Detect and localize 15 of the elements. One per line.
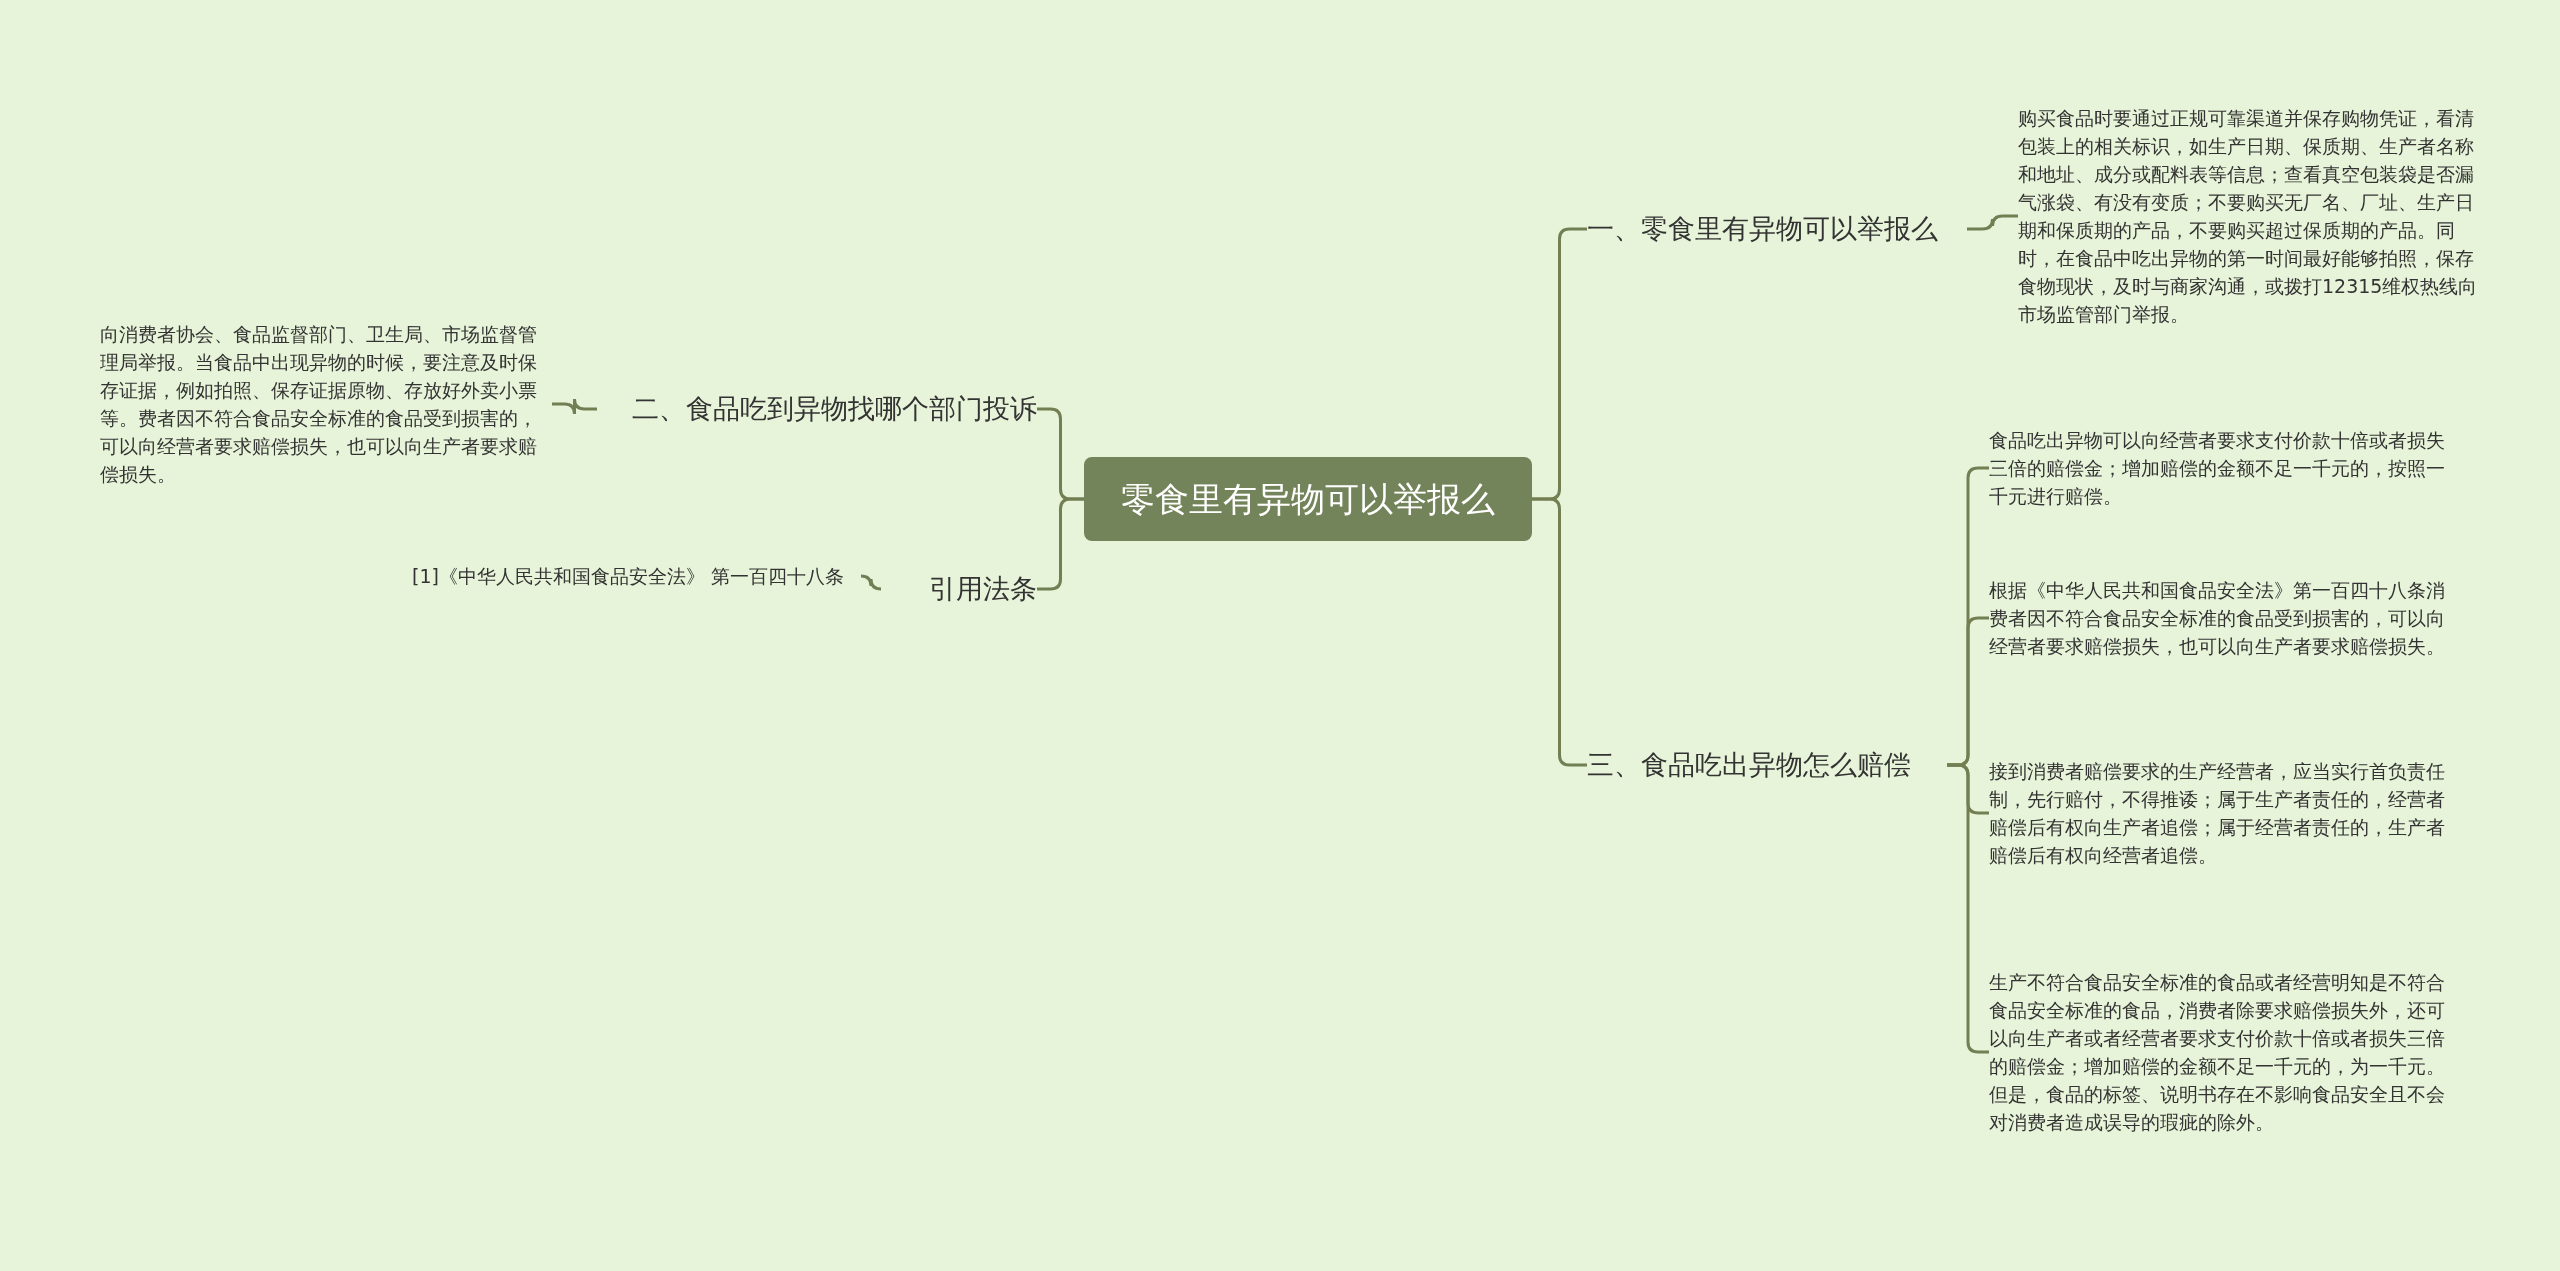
connector-line: [1967, 214, 2018, 231]
detail-text: 根据《中华人民共和国食品安全法》第一百四十八条消费者因不符合食品安全标准的食品受到损害的，可以向经营者要求赔偿损失，也可以向生产者要求赔偿损失。: [1989, 576, 2459, 660]
detail-text: 购买食品时要通过正规可靠渠道并保存购物凭证，看清包装上的相关标识，如生产日期、保质期、生产者名称和地址、成分或配料表等信息；查看真空包装袋是否漏气涨袋、有没有变质；不要购买无厂名、厂址、生产日期和保质期的产品，不要购买超过保质期的产品。同时，在食品中吃出异物的第一时间最好能够拍照，保存食物现状，及时与商家沟通，或拨打12315维权热线向市场监管部门举报。: [2018, 104, 2488, 328]
detail-text: 生产不符合食品安全标准的食品或者经营明知是不符合食品安全标准的食品，消费者除要求赔偿损失外，还可以向生产者或者经营者要求支付价款十倍或者损失三倍的赔偿金；增加赔偿的金额不足一千元的，为一千元。但是，食品的标签、说明书存在不影响食品安全且不会对消费者造成误导的瑕疵的除外。: [1989, 968, 2459, 1136]
detail-text: [1]《中华人民共和国食品安全法》 第一百四十八条: [412, 562, 862, 590]
branch-topic: 二、食品吃到异物找哪个部门投诉: [597, 390, 1037, 428]
connector-line: [859, 574, 883, 591]
detail-text: 向消费者协会、食品监督部门、卫生局、市场监督管理局举报。当食品中出现异物的时候，要注意及时保存证据，例如拍照、保存证据原物、存放好外卖小票等。费者因不符合食品安全标准的食品受到损害的，可以向经营者要求赔偿损失，也可以向生产者要求赔偿损失。: [100, 320, 552, 488]
connector-line: [552, 397, 597, 416]
detail-text: 接到消费者赔偿要求的生产经营者，应当实行首负责任制，先行赔付，不得推诿；属于生产者责任的，经营者赔偿后有权向生产者追偿；属于经营者责任的，生产者赔偿后有权向经营者追偿。: [1989, 757, 2459, 869]
detail-text: 食品吃出异物可以向经营者要求支付价款十倍或者损失三倍的赔偿金；增加赔偿的金额不足一千元的，按照一千元进行赔偿。: [1989, 426, 2459, 510]
branch-topic: 引用法条: [880, 570, 1037, 608]
branch-topic: 一、零食里有异物可以举报么: [1587, 210, 1967, 248]
central-topic-box: 零食里有异物可以举报么: [1084, 457, 1532, 541]
branch-topic: 三、食品吃出异物怎么赔偿: [1587, 746, 1947, 784]
